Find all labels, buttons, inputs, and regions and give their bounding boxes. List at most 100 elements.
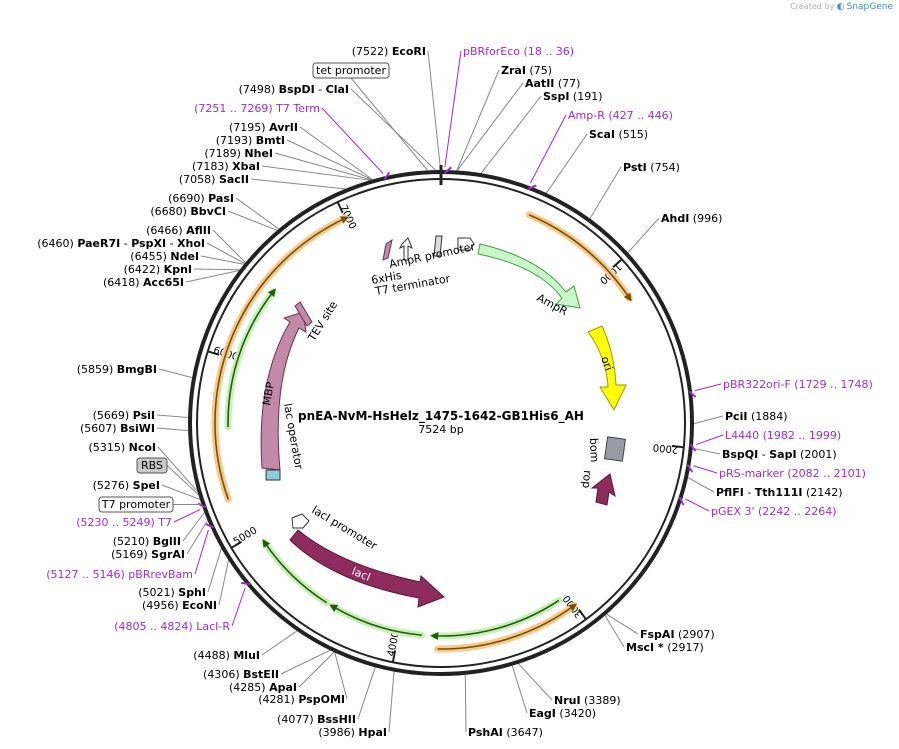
leader-line (156, 427, 189, 432)
leader-line (444, 50, 462, 168)
primer-mark (688, 390, 697, 398)
leader-line (186, 520, 208, 555)
primer-mark (527, 184, 537, 190)
orf-left-arrow[interactable] (214, 216, 349, 500)
ori-arrow[interactable] (587, 325, 627, 412)
primer-t7-term[interactable]: (7251 .. 7269) T7 Term (194, 102, 320, 115)
site-eagi[interactable]: EagI (3420) (529, 707, 596, 720)
site-econi[interactable]: (4956) EcoNI (142, 599, 217, 612)
site-acc65i[interactable]: (6418) Acc65I (103, 276, 184, 289)
rop-label: rop (580, 470, 594, 489)
site-bmgbi[interactable]: (5859) BmgBI (77, 363, 157, 376)
site-avrii[interactable]: (7195) AvrII (229, 121, 298, 134)
laci-arrow[interactable] (289, 529, 445, 608)
leader-line (480, 95, 542, 174)
site-nhei[interactable]: (7189) NheI (204, 147, 273, 160)
leader-line (156, 414, 189, 419)
site-bsiwi[interactable]: (5607) BsiWI (80, 422, 155, 435)
site-psti[interactable]: PstI (754) (623, 161, 680, 174)
primer-l4440[interactable]: L4440 (1982 .. 1999) (725, 429, 841, 442)
primer-pbrrevbam[interactable]: (5127 .. 5146) pBRrevBam (46, 568, 193, 581)
primer-pbr322ori-f[interactable]: pBR322ori-F (1729 .. 1748) (723, 378, 873, 391)
leader-line (158, 368, 193, 379)
site-scai[interactable]: ScaI (515) (589, 128, 648, 141)
primer-pgex-3[interactable]: pGEX 3' (2242 .. 2264) (711, 505, 837, 518)
site-pspomi[interactable]: (4281) PspOMI (258, 693, 345, 706)
site-aflii[interactable]: (6466) AflII (146, 224, 211, 237)
site-apai[interactable]: (4285) ApaI (229, 681, 297, 694)
site-bspdi[interactable]: (7498) BspDI - ClaI (239, 83, 349, 96)
lacI-orf-3-arrow[interactable] (262, 539, 328, 604)
site-ahdi[interactable]: AhdI (996) (661, 212, 722, 225)
lacI-orf-2-arrow[interactable] (329, 604, 422, 636)
primer-amp-r[interactable]: Amp-R (427 .. 446) (568, 109, 673, 122)
site-bsshii[interactable]: (4077) BssHII (277, 713, 356, 726)
site-ndei[interactable]: (6455) NdeI (130, 250, 199, 263)
tet-promoter-shape[interactable] (433, 235, 443, 257)
t7-terminator-shape[interactable] (398, 237, 413, 261)
bom-box[interactable] (603, 436, 627, 462)
ampr-arrow[interactable] (477, 243, 581, 309)
tick-label: 2000 (652, 441, 678, 454)
leader-line (274, 152, 372, 181)
orf-bottom-1-arrow[interactable] (437, 603, 578, 650)
leader-line (173, 509, 201, 523)
site-psii[interactable]: (5669) PsiI (93, 409, 155, 422)
site-pshai[interactable]: PshAI (3647) (468, 726, 543, 739)
primer-mark (383, 171, 391, 181)
site-spei[interactable]: (5276) SpeI (93, 479, 160, 492)
site-sacii[interactable]: (7058) SacII (179, 173, 249, 186)
mbp-orf-arrow[interactable] (227, 288, 276, 428)
tick-mark (336, 201, 344, 214)
lacI-orf-1-halo (430, 596, 563, 640)
rop-arrow[interactable] (590, 473, 616, 506)
site-aatii[interactable]: AatII (77) (525, 77, 580, 90)
leader-line (692, 447, 721, 455)
t7-promoter-box[interactable] (98, 496, 174, 513)
primer-pbrforeco[interactable]: pBRforEco (18 .. 36) (463, 45, 574, 58)
site-ecori[interactable]: (7522) EcoRI (352, 45, 426, 58)
leader-line (350, 77, 428, 171)
site-ncoi[interactable]: (5315) NcoI (89, 441, 156, 454)
site-nrui[interactable]: NruI (3389) (554, 694, 621, 707)
leader-line (166, 465, 199, 495)
primer-t7[interactable]: (5230 .. 5249) T7 (76, 516, 172, 529)
primer-prs-marker[interactable]: pRS-marker (2082 .. 2101) (719, 467, 866, 480)
site-pflfi[interactable]: PflFI - Tth111I (2142) (716, 486, 843, 499)
site-bglii[interactable]: (5210) BglII (113, 535, 181, 548)
site-pasi[interactable]: (6690) PasI (168, 192, 234, 205)
site-sspi[interactable]: SspI (191) (543, 90, 603, 103)
lacI-orf-1-arrow[interactable] (430, 599, 560, 641)
rbs-box[interactable] (136, 457, 168, 474)
site-hpai[interactable]: (3986) HpaI (318, 726, 387, 739)
orf-top-arrow[interactable] (528, 214, 632, 302)
rbs-label: RBS (141, 459, 163, 472)
orf-top-halo (525, 211, 633, 302)
site-bmti[interactable]: (7193) BmtI (216, 134, 285, 147)
leader-line (334, 652, 348, 700)
site-msci[interactable]: MscI * (2917) (626, 641, 704, 654)
creator-prefix: Created by (790, 2, 835, 11)
site-bsteii[interactable]: (4306) BstEII (203, 668, 279, 681)
tev-site-shape[interactable] (294, 301, 313, 327)
leader-line (250, 178, 346, 190)
site-mlui[interactable]: (4488) MluI (193, 649, 260, 662)
ampr-promoter-shape[interactable] (457, 237, 475, 251)
site-fspai[interactable]: FspAI (2907) (640, 628, 715, 641)
site-zrai[interactable]: ZraI (75) (501, 64, 552, 77)
6xhis-shape[interactable] (382, 238, 393, 261)
site-paer7i[interactable]: (6460) PaeR7I - PspXI - XhoI (37, 237, 205, 250)
site-sgrai[interactable]: (5169) SgrAI (111, 548, 185, 561)
site-kpni[interactable]: (6422) KpnI (124, 263, 192, 276)
site-pcii[interactable]: PciI (1884) (725, 410, 788, 423)
laci-promoter-shape[interactable] (291, 513, 310, 529)
site-bspqi[interactable]: BspQI - SapI (2001) (722, 448, 837, 461)
site-bbvci[interactable]: (6680) BbvCI (150, 205, 226, 218)
site-xbai[interactable]: (7183) XbaI (192, 160, 260, 173)
tet-promoter-box[interactable] (312, 62, 390, 79)
site-sphi[interactable]: (5021) SphI (138, 586, 206, 599)
primer-laci-r[interactable]: (4805 .. 4824) LacI-R (114, 620, 230, 633)
creator-brand: SnapGene (846, 2, 893, 12)
lac-operator-box[interactable] (265, 469, 281, 481)
